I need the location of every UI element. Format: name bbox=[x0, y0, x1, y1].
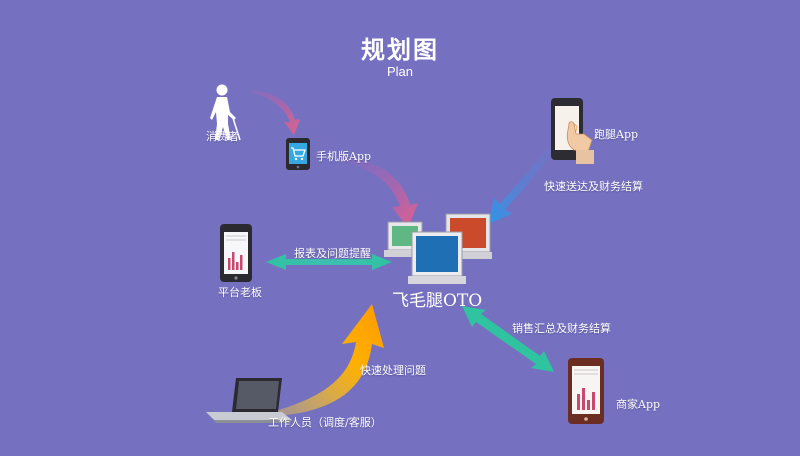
merchant-phone-icon bbox=[568, 358, 604, 424]
report-issues-label: 报表及问题提醒 bbox=[294, 247, 371, 260]
page-title: 规划图 bbox=[361, 36, 439, 64]
arrow-center-merchant bbox=[462, 306, 554, 372]
mobile-app-label: 手机版App bbox=[316, 150, 372, 163]
arrow-runner-to-center bbox=[488, 148, 554, 224]
boss-phone-icon bbox=[220, 224, 252, 282]
runner-app-phone-icon bbox=[551, 98, 594, 164]
arrow-app-to-center bbox=[340, 156, 418, 228]
staff-laptop-icon bbox=[206, 378, 292, 423]
runner-app-label: 跑腿App bbox=[594, 128, 639, 141]
merchant-app-label: 商家App bbox=[616, 398, 661, 411]
delivery-settlement-label: 快速送达及财务结算 bbox=[544, 180, 643, 193]
consumer-label: 消费者 bbox=[206, 130, 239, 143]
staff-label: 工作人员（调度/客服） bbox=[268, 416, 382, 429]
center-system-label: 飞毛腿OTO bbox=[392, 291, 483, 311]
page-subtitle: Plan bbox=[386, 64, 414, 79]
arrow-boss-center bbox=[266, 254, 392, 270]
boss-label: 平台老板 bbox=[218, 286, 262, 299]
sales-summary-label: 销售汇总及财务结算 bbox=[512, 322, 611, 335]
mobile-app-phone-icon bbox=[286, 138, 310, 170]
center-monitors bbox=[384, 213, 492, 284]
handle-issues-label: 快速处理问题 bbox=[360, 364, 426, 377]
consumer-person-icon bbox=[210, 84, 241, 141]
arrow-consumer-to-app bbox=[250, 90, 300, 135]
arrow-staff-to-center bbox=[272, 304, 384, 416]
